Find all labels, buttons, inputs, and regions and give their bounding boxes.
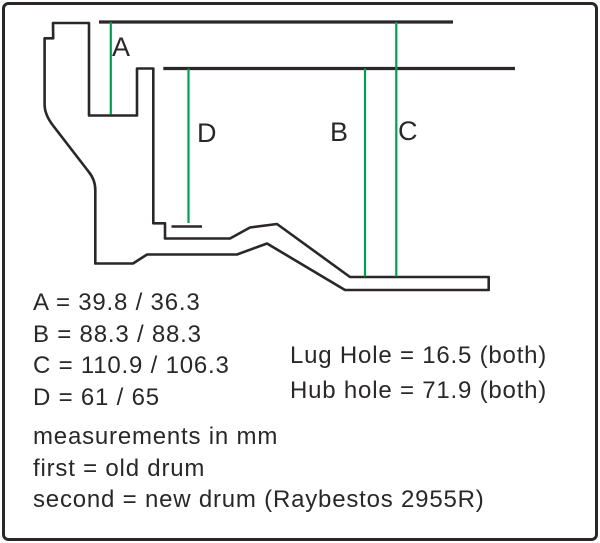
note-units-text: measurements in mm: [33, 423, 279, 450]
measurement-b-text: B = 88.3 / 88.3: [33, 320, 202, 348]
measurement-list: A = 39.8 / 36.3 B = 88.3 / 88.3 C = 110.…: [33, 287, 230, 413]
lug-hole-text: Lug Hole = 16.5 (both): [290, 342, 548, 369]
notes-block: measurements in mm first = old drum seco…: [33, 421, 485, 516]
hole-measurement-list: Lug Hole = 16.5 (both) Hub hole = 71.9 (…: [290, 338, 547, 408]
dimension-label-d: D: [197, 118, 218, 148]
measurement-c-text: C = 110.9 / 106.3: [33, 352, 230, 379]
note-second-text: second = new drum (Raybestos 2955R): [33, 486, 485, 513]
dimension-label-b: B: [330, 117, 349, 147]
dimension-label-c: C: [398, 116, 419, 146]
drum-profile-outline: [43, 21, 490, 292]
note-first-text: first = old drum: [33, 454, 206, 482]
measurement-a-text: A = 39.8 / 36.3: [33, 289, 201, 316]
hub-hole-text: Hub hole = 71.9 (both): [290, 377, 548, 404]
measurement-d-text: D = 61 / 65: [33, 383, 160, 411]
dimension-label-a: A: [112, 32, 131, 62]
